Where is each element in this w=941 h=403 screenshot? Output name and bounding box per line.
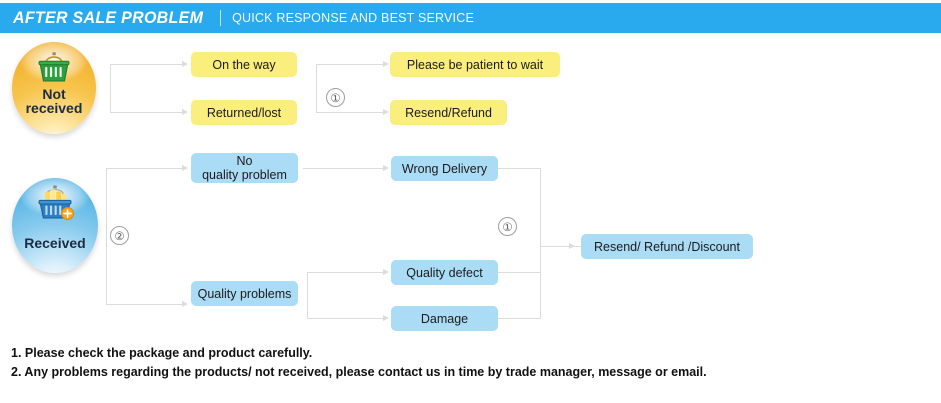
full-shopping-basket-icon (32, 184, 78, 231)
arrow-head-damage (383, 314, 389, 321)
node-please-be-patient-to-wait: Please be patient to wait (390, 52, 560, 77)
arrow-head-outcome (569, 242, 575, 249)
header-divider (220, 10, 222, 26)
step-marker-1-flow2: ① (498, 217, 517, 236)
connector-vertical-flow2-stage1 (106, 168, 107, 304)
step-marker-2-flow2: ② (110, 226, 129, 245)
connector-merge-stub-quality-defect (498, 272, 540, 273)
status-sphere-received: Received (12, 178, 98, 273)
arrow-head-no-quality-problem (182, 164, 188, 171)
connector-arrow-line-resend-refund (316, 112, 383, 113)
header-bar: AFTER SALE PROBLEM QUICK RESPONSE AND BE… (0, 3, 941, 33)
connector-arrow-line-quality-problems (106, 304, 182, 305)
node-resend-refund-discount: Resend/ Refund /Discount (581, 234, 753, 259)
arrow-head-on-the-way (182, 60, 188, 67)
page-title: AFTER SALE PROBLEM (13, 8, 204, 27)
node-no-quality-problem: No quality problem (191, 153, 298, 183)
arrow-head-quality-problems (182, 300, 188, 307)
node-damage: Damage (391, 306, 498, 331)
arrow-head-quality-defect (383, 268, 389, 275)
footnotes: 1. Please check the package and product … (11, 344, 707, 383)
footnote-2: 2. Any problems regarding the products/ … (11, 365, 707, 380)
connector-arrow-line-returned-lost (110, 112, 182, 113)
arrow-head-returned-lost (182, 108, 188, 115)
connector-vertical-flow2-stage2 (307, 272, 308, 318)
node-returned-lost: Returned/lost (191, 100, 297, 125)
node-quality-problems: Quality problems (191, 281, 298, 306)
connector-merge-stub-wrong-delivery (498, 168, 540, 169)
node-wrong-delivery: Wrong Delivery (391, 156, 498, 181)
connector-arrow-line-damage (307, 318, 383, 319)
arrow-head-patient-wait (383, 60, 389, 67)
status-label-received: Received (24, 235, 86, 252)
connector-vertical-flow1-stage2 (316, 64, 317, 112)
connector-merge-stub-damage (498, 318, 540, 319)
footnote-1: 1. Please check the package and product … (11, 346, 313, 360)
connector-merge-bus (540, 168, 541, 319)
status-label-not-received: Not received (25, 85, 83, 117)
connector-arrow-line-patient-wait (316, 64, 383, 65)
connector-arrow-line-wrong-delivery (303, 168, 383, 169)
connector-arrow-line-outcome (540, 246, 582, 247)
node-quality-defect: Quality defect (391, 260, 498, 285)
connector-vertical-flow1-stage1 (110, 64, 111, 112)
arrow-head-resend-refund (383, 108, 389, 115)
node-on-the-way: On the way (191, 52, 297, 77)
node-resend-refund: Resend/Refund (390, 100, 507, 125)
connector-arrow-line-quality-defect (307, 272, 383, 273)
connector-arrow-line-on-the-way (110, 64, 182, 65)
connector-arrow-line-no-quality-problem (106, 168, 182, 169)
arrow-head-wrong-delivery (383, 164, 389, 171)
step-marker-1-flow1: ① (326, 88, 345, 107)
header-subtitle: QUICK RESPONSE AND BEST SERVICE (232, 11, 474, 25)
status-sphere-not-received: Not received (12, 42, 96, 134)
shopping-basket-icon (33, 50, 75, 93)
